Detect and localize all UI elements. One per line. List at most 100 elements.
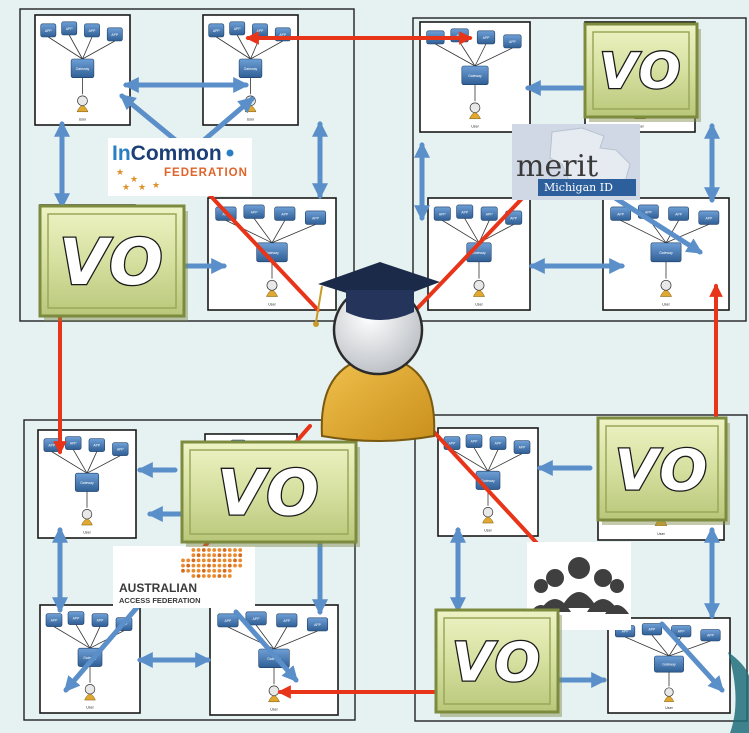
gateway-node-icon [650,242,682,263]
app-node-label: APP [675,212,683,216]
gateway-node-icon [74,472,100,492]
incommon-federation-logo: InCommon FEDERATION ★★★★★ [108,138,252,196]
user-body-icon [473,290,485,297]
vo-box: VO [583,22,701,122]
app-node-icon [700,629,721,642]
vo-label: VO [615,438,709,503]
app-node-label: APP [111,33,119,37]
app-node-label: APP [48,444,56,448]
blue-arrow [659,621,725,693]
app-node-icon [480,206,498,221]
gateway-label: Gateway [80,481,94,485]
user-body-icon [469,112,481,120]
vo-label: VO [452,630,542,693]
app-node-icon [668,206,689,221]
user-head-icon [84,684,96,695]
aaf-australian-text: AUSTRALIAN [119,581,197,595]
app-node-label: APP [495,442,503,446]
app-node-label: APP [234,27,242,31]
vo-label: VO [59,225,165,299]
australia-map-dots-icon [181,548,243,578]
vo-box: VO [38,204,188,321]
gateway-label: Gateway [659,251,673,255]
user-label: User [475,303,483,307]
user-label: User [83,531,91,535]
user-head-icon [81,509,93,520]
vo-label: VO [599,42,682,100]
stars-icon: ★★★★★ [116,167,160,192]
user-label: User [665,706,673,710]
user-body-icon [268,695,280,703]
svg-text:InCommon: InCommon [112,142,222,165]
app-node-label: APP [486,212,494,216]
app-node-icon [91,613,109,627]
user-head-icon [473,279,485,291]
app-node-label: APP [483,36,491,40]
svg-text:★: ★ [130,174,138,184]
app-node-icon [245,611,267,626]
app-node-icon [67,611,85,625]
app-node-icon [306,617,329,632]
blue-arrow [233,609,299,683]
app-node-icon [40,23,57,38]
user-body-icon [266,290,278,297]
app-node-label: APP [678,630,686,634]
vo-box: VO [180,440,360,547]
app-node-icon [641,623,662,636]
app-node-label: APP [649,628,657,632]
vo-box: VO [434,608,562,717]
user-head-icon [266,279,278,291]
app-node-icon [489,436,507,450]
gateway-label: Gateway [76,67,90,71]
app-node-label: APP [73,617,81,621]
graduate-user-icon [313,262,440,442]
vo-boxes: VO VO VO VO VO [38,22,730,717]
frame-top-left [19,8,355,322]
svg-text:★: ★ [138,182,146,192]
app-node-icon [433,206,451,221]
app-node-label: APP [45,29,53,33]
user-label: User [484,529,492,533]
corner-swirl-decoration [728,652,749,733]
app-node-icon [243,204,265,219]
app-node-label: APP [707,634,715,638]
app-node-label: APP [225,619,233,623]
gateway-node-icon [654,655,684,673]
gateway-node-icon [70,58,95,79]
app-node-label: APP [314,623,322,627]
app-node-icon [88,438,105,452]
app-node-label: APP [617,212,625,216]
user-body-icon [660,290,672,297]
red-arrow [408,186,534,318]
user-label: User [471,125,479,129]
svg-text:★: ★ [122,182,130,192]
user-body-icon [76,105,89,113]
merit-michigan-id-text: Michigan ID [544,181,613,194]
app-node-label: APP [461,210,469,214]
gateway-node-icon [238,58,263,79]
svg-text:★: ★ [152,180,160,190]
app-node-icon [61,21,78,36]
app-node-icon [456,204,474,219]
app-node-icon [513,440,531,454]
blue-arrows [51,76,725,693]
aaf-access-federation-text: ACCESS FEDERATION [119,596,201,605]
frame-top-right [412,17,747,322]
user-head-icon [660,279,672,291]
user-body-icon [84,693,96,701]
user-label: User [79,118,87,122]
app-node-label: APP [51,619,59,623]
app-node-label: APP [283,619,291,623]
incommon-common: Common [131,142,222,165]
app-node-icon [465,434,483,448]
user-body-icon [81,518,93,526]
user-head-icon [482,507,494,518]
app-node-label: APP [253,617,261,621]
user-body-icon [482,516,494,524]
